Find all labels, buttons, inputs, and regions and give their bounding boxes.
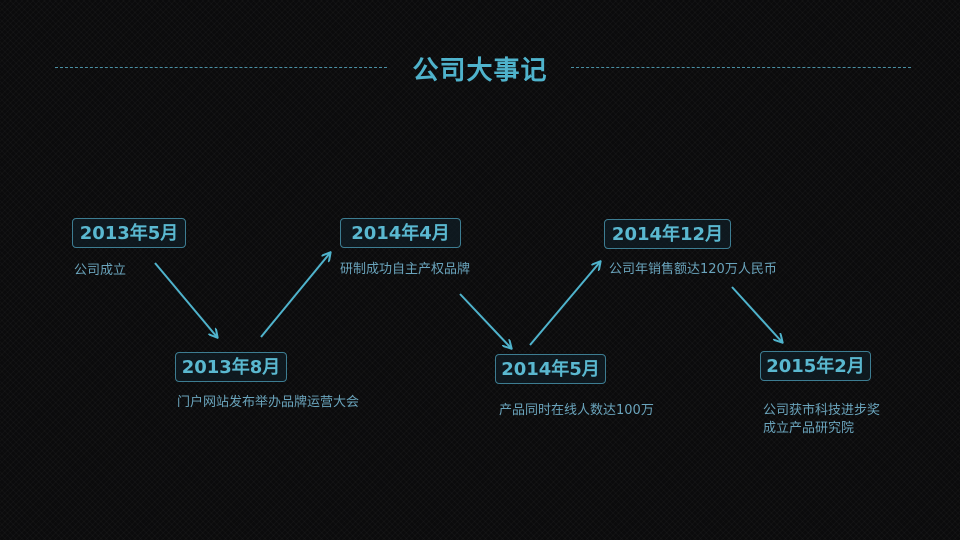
event-date-box: 2014年4月 bbox=[340, 218, 461, 248]
arrow-2 bbox=[260, 253, 330, 338]
arrow-1 bbox=[154, 262, 217, 337]
event-date-box: 2014年12月 bbox=[604, 219, 731, 249]
title-divider-right bbox=[571, 67, 911, 68]
event-date-box: 2014年5月 bbox=[495, 354, 606, 384]
arrow-4 bbox=[529, 262, 600, 346]
event-description: 产品同时在线人数达100万 bbox=[499, 403, 654, 418]
event-date-box: 2013年8月 bbox=[175, 352, 287, 382]
event-description: 公司年销售额达120万人民币 bbox=[609, 262, 777, 277]
arrow-5 bbox=[731, 286, 782, 342]
page-title: 公司大事记 bbox=[412, 56, 548, 86]
event-description: 公司成立 bbox=[74, 263, 127, 278]
event-date-box: 2015年2月 bbox=[760, 351, 871, 381]
event-description: 公司获市科技进步奖 bbox=[763, 403, 881, 418]
event-description: 研制成功自主产权品牌 bbox=[340, 262, 471, 277]
event-description: 门户网站发布举办品牌运营大会 bbox=[177, 395, 360, 410]
event-date-box: 2013年5月 bbox=[72, 218, 186, 248]
arrow-3 bbox=[459, 293, 511, 348]
event-description: 成立产品研究院 bbox=[763, 421, 855, 436]
title-divider-left bbox=[55, 67, 387, 68]
